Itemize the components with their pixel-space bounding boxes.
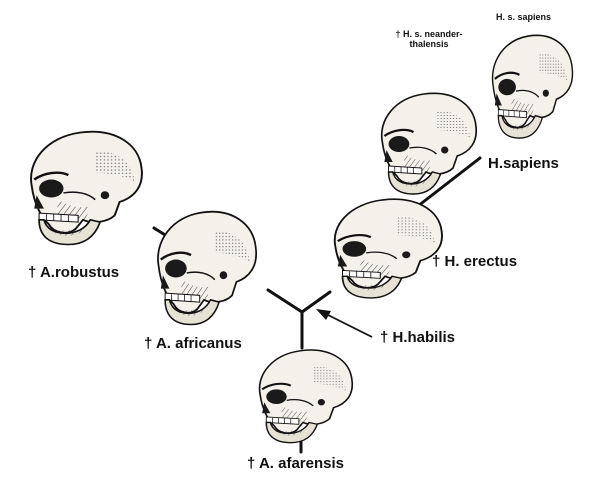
- label-h-s-sapiens: H. s. sapiens: [496, 12, 552, 22]
- label-h-s-neanderthalensis-line1: † H. s. neander-: [395, 29, 463, 39]
- habilis-arrow: [316, 309, 373, 338]
- skull-a-afarensis: [258, 348, 354, 444]
- label-a-robustus: † A.robustus: [28, 264, 120, 281]
- skull-h-s-neanderthalensis: [380, 92, 478, 196]
- label-a-afarensis: † A. afarensis: [247, 455, 344, 472]
- label-h-s-neanderthalensis-line2: thalensis: [409, 38, 449, 49]
- branch-lines: [152, 156, 482, 454]
- skull-a-africanus: [156, 210, 258, 326]
- label-a-africanus: † A. africanus: [144, 335, 242, 352]
- skull-h-erectus: [333, 197, 444, 300]
- label-h-sapiens: H.sapiens: [488, 155, 559, 172]
- label-h-erectus: † H. erectus: [432, 253, 518, 270]
- skull-a-robustus: [29, 130, 144, 246]
- label-h-s-neanderthalensis: † H. s. neander- thalensis: [388, 29, 470, 50]
- skull-h-s-sapiens: [491, 34, 574, 140]
- label-h-habilis: † H.habilis: [380, 329, 456, 346]
